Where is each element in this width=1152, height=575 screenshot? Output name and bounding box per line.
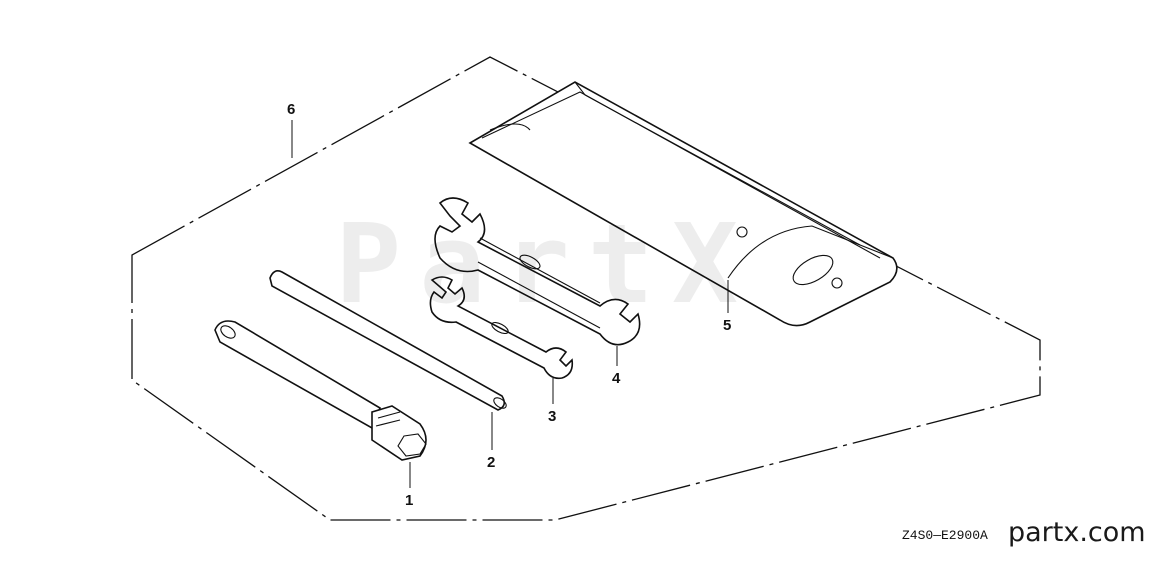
callout-1: 1: [405, 492, 413, 509]
callout-2: 2: [487, 454, 495, 471]
tool-bag-drawing: [468, 81, 898, 327]
callout-4: 4: [612, 370, 621, 387]
callout-5: 5: [723, 317, 731, 334]
callout-3: 3: [548, 408, 556, 425]
diagram-code: Z4S0—E2900A: [902, 528, 988, 543]
small-spanner-drawing: [429, 276, 574, 380]
large-spanner-drawing: [434, 197, 641, 346]
callout-6: 6: [287, 101, 295, 118]
bar-drawing: [269, 270, 507, 411]
site-watermark: partx.com: [1008, 517, 1146, 548]
plug-wrench-drawing: [214, 320, 427, 461]
ghost-watermark: PartX: [335, 200, 757, 328]
